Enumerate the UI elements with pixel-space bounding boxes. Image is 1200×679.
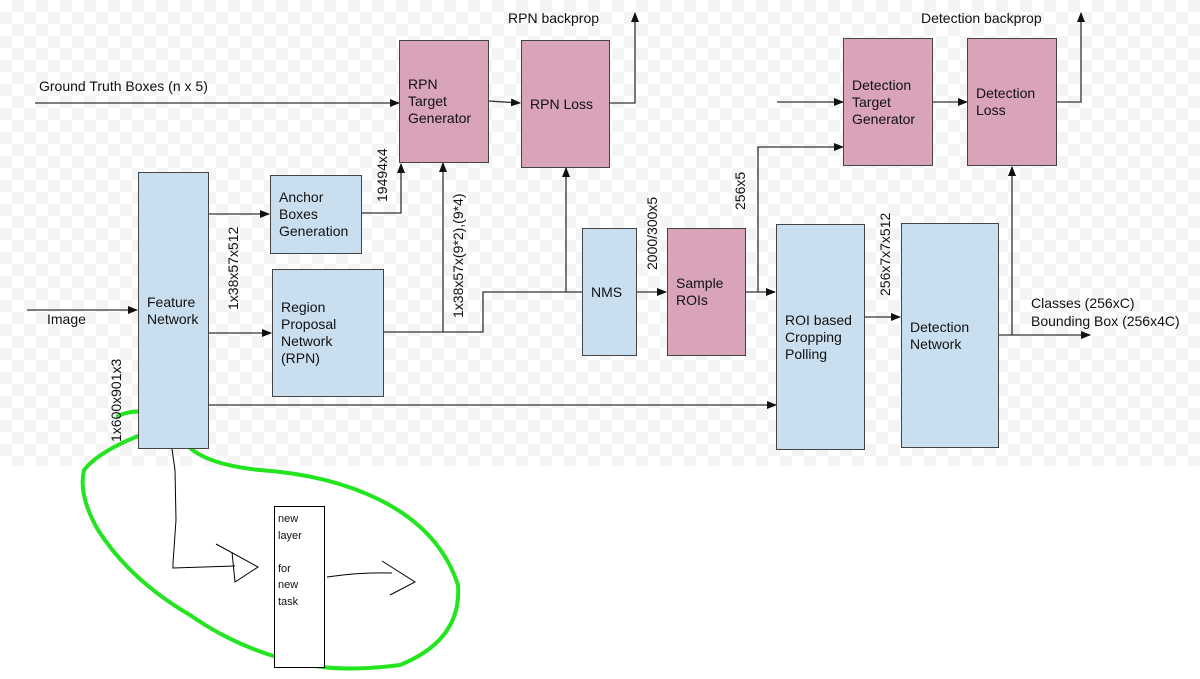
green-highlight-loop xyxy=(80,409,461,671)
rpn-backprop-label: RPN backprop xyxy=(508,10,600,26)
rpn-output-dims-label: 1x38x57x(9*2),(9*4) xyxy=(450,193,466,318)
sample-rois-block[interactable]: Sample ROIs xyxy=(667,228,746,356)
nms-output-dims-label: 2000/300x5 xyxy=(644,196,660,270)
classes-output-label: Classes (256xC) xyxy=(1031,295,1135,311)
feature-network-block[interactable]: Feature Network xyxy=(138,172,209,449)
roi-output-dims-label: 256x7x7x512 xyxy=(877,212,893,296)
detection-backprop-label: Detection backprop xyxy=(921,10,1042,26)
hand-drawn-sketch xyxy=(171,448,416,596)
anchor-boxes-block[interactable]: Anchor Boxes Generation xyxy=(270,175,362,254)
sample-output-dims-label: 256x5 xyxy=(732,171,748,210)
rpn-target-generator-label: RPN Target Generator xyxy=(408,76,472,126)
roi-cropping-label: ROI based Cropping Polling xyxy=(785,311,852,362)
rpn-target-generator-block[interactable]: RPN Target Generator xyxy=(399,40,489,163)
sketch-arrow-2 xyxy=(381,560,416,596)
sketch-line-out xyxy=(326,572,393,578)
rpn-loss-block[interactable]: RPN Loss xyxy=(521,40,610,168)
detection-target-generator-block[interactable]: Detection Target Generator xyxy=(843,38,933,166)
ground-truth-label: Ground Truth Boxes (n x 5) xyxy=(39,78,208,94)
sample-rois-label: Sample ROIs xyxy=(676,275,724,308)
rpn-label: Region Proposal Network (RPN) xyxy=(281,299,337,366)
arrow-rpn-target-to-loss xyxy=(487,98,521,107)
feature-network-label: Feature Network xyxy=(147,293,199,327)
roi-cropping-block[interactable]: ROI based Cropping Polling xyxy=(776,224,865,450)
bbox-output-label: Bounding Box (256x4C) xyxy=(1031,313,1180,329)
new-layer-label: new layer for new task xyxy=(278,513,302,608)
arrow-rpn-to-nms xyxy=(383,291,582,333)
image-label: Image xyxy=(47,311,86,327)
rpn-loss-label: RPN Loss xyxy=(530,95,594,112)
nms-label: NMS xyxy=(591,283,623,300)
sketch-arrow-1 xyxy=(215,543,259,583)
detection-loss-block[interactable]: Detection Loss xyxy=(967,38,1057,166)
sketch-line-down xyxy=(171,448,236,569)
arrow-detection-backprop xyxy=(1056,12,1085,103)
feature-dims-label: 1x38x57x512 xyxy=(225,226,241,310)
anchor-dims-label: 19494x4 xyxy=(374,148,390,202)
detection-network-block[interactable]: Detection Network xyxy=(901,223,999,448)
detection-target-generator-label: Detection Target Generator xyxy=(852,76,916,127)
arrow-anchor-to-rpn-target xyxy=(361,163,405,214)
detection-loss-label: Detection Loss xyxy=(976,85,1036,118)
new-layer-block[interactable]: new layer for new task xyxy=(274,506,325,668)
image-dims-label: 1x600x901x3 xyxy=(108,358,124,442)
detection-network-label: Detection Network xyxy=(910,318,970,352)
anchor-boxes-label: Anchor Boxes Generation xyxy=(279,189,349,239)
nms-block[interactable]: NMS xyxy=(582,228,637,356)
rpn-block[interactable]: Region Proposal Network (RPN) xyxy=(272,269,384,397)
arrow-rpn-backprop xyxy=(609,12,639,104)
arrow-sample-to-det-target xyxy=(757,143,844,292)
